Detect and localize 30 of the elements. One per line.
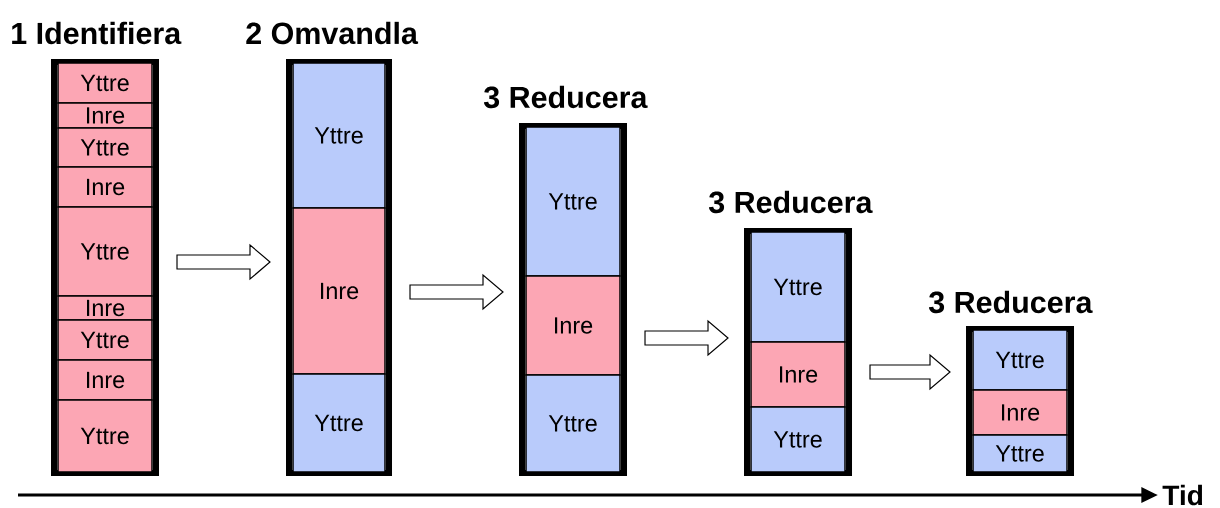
column-heading: 3 Reducera xyxy=(928,290,1093,314)
segment-box: Inre xyxy=(57,166,153,208)
segment-box: Yttre xyxy=(57,399,153,473)
segment-box: Yttre xyxy=(57,62,153,104)
segment-box: Yttre xyxy=(57,127,153,168)
axis-label: Tid xyxy=(1162,484,1203,506)
segment-box: Inre xyxy=(57,295,153,321)
segment-box: Yttre xyxy=(750,406,846,473)
block-arrow xyxy=(176,243,271,281)
segment-box: Yttre xyxy=(292,62,386,209)
segment-box: Yttre xyxy=(525,374,621,473)
segment-box: Yttre xyxy=(57,319,153,361)
segment-box: Inre xyxy=(750,341,846,408)
segment-box: Yttre xyxy=(972,329,1068,391)
segment-box: Yttre xyxy=(292,373,386,473)
segment-box: Inre xyxy=(57,102,153,129)
segment-box: Yttre xyxy=(972,434,1068,473)
segment-box: Inre xyxy=(292,207,386,375)
column-heading: 3 Reducera xyxy=(483,85,648,109)
column-heading: 1 Identifiera xyxy=(12,21,182,45)
block-arrow xyxy=(869,353,951,391)
segment-box: Yttre xyxy=(525,126,621,277)
block-arrow xyxy=(409,273,504,311)
segment-box: Inre xyxy=(972,389,1068,436)
segment-box: Inre xyxy=(57,359,153,401)
column-heading: 3 Reducera xyxy=(708,190,873,214)
block-arrow xyxy=(644,319,729,357)
segment-box: Yttre xyxy=(750,231,846,343)
column-heading: 2 Omvandla xyxy=(246,21,419,45)
segment-box: Inre xyxy=(525,275,621,376)
